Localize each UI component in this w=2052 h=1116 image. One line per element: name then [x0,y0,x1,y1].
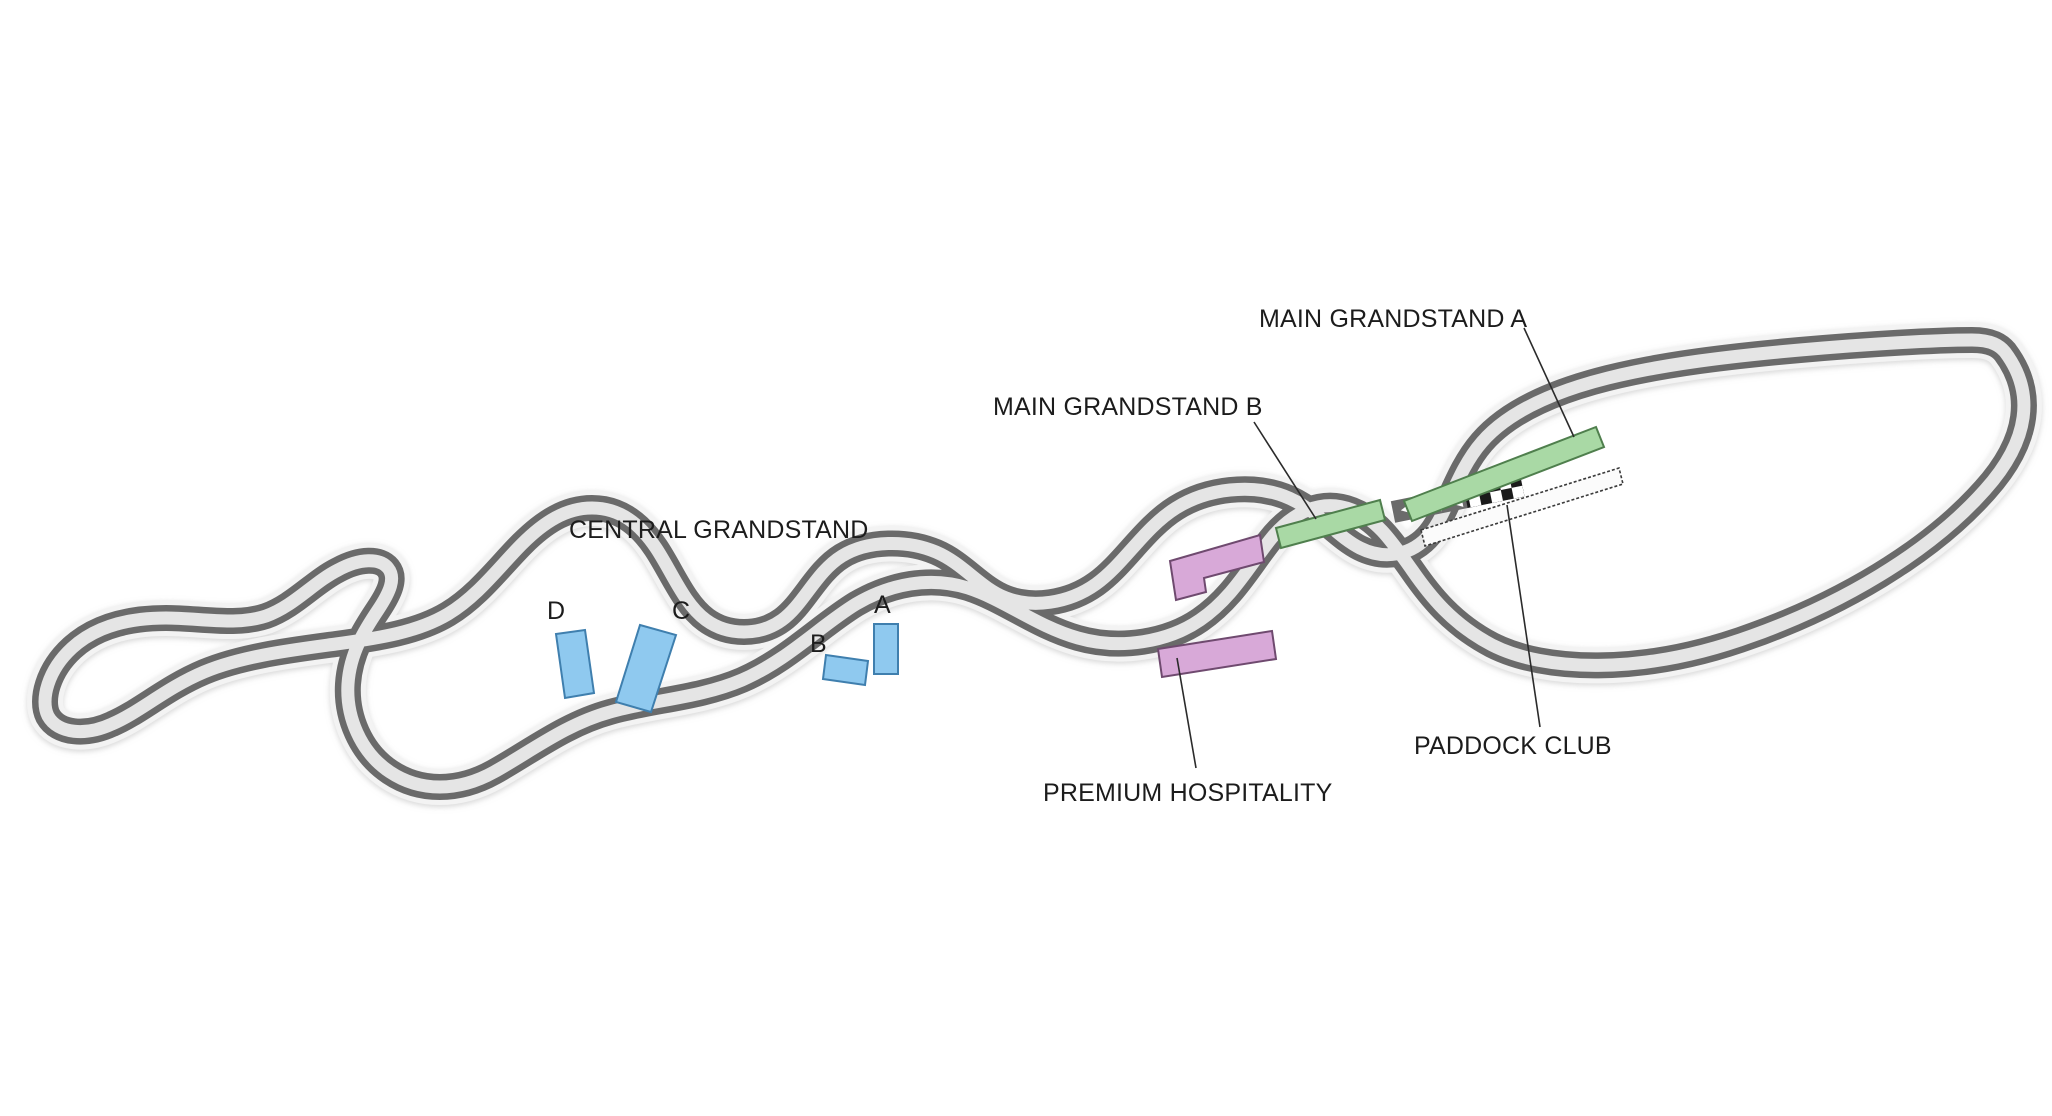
central-grandstand-section-d-shape[interactable] [554,628,596,700]
label-central-grandstand-section-b: B [810,630,827,658]
leader-line-premium-hospitality [1176,657,1197,769]
leader-line-main-grandstand-a [1523,327,1575,438]
main-grandstand-b-shape[interactable] [1274,498,1387,550]
central-grandstand-section-c-shape[interactable] [614,623,678,714]
premium-hospitality-lower-shape[interactable] [1156,629,1278,679]
label-central-grandstand-section-c: C [672,597,690,625]
label-central-grandstand: CENTRAL GRANDSTAND [569,516,868,544]
paddock-club-shape [1420,466,1624,548]
premium-hospitality-upper-shape[interactable] [1168,533,1266,602]
label-central-grandstand-section-a: A [874,591,891,619]
main-grandstand-a-shape[interactable] [1402,425,1606,523]
label-premium-hospitality: PREMIUM HOSPITALITY [1043,779,1333,807]
label-paddock-club: PADDOCK CLUB [1414,732,1612,760]
central-grandstand-section-b-shape[interactable] [821,653,870,687]
leader-line-paddock-club [1506,504,1541,728]
label-main-grandstand-a: MAIN GRANDSTAND A [1259,305,1527,333]
leader-line-main-grandstand-b [1253,421,1317,520]
central-grandstand-section-a-shape[interactable] [873,623,899,675]
label-central-grandstand-section-d: D [547,597,565,625]
label-main-grandstand-b: MAIN GRANDSTAND B [993,393,1263,421]
paddock-club-building [1420,466,1624,548]
